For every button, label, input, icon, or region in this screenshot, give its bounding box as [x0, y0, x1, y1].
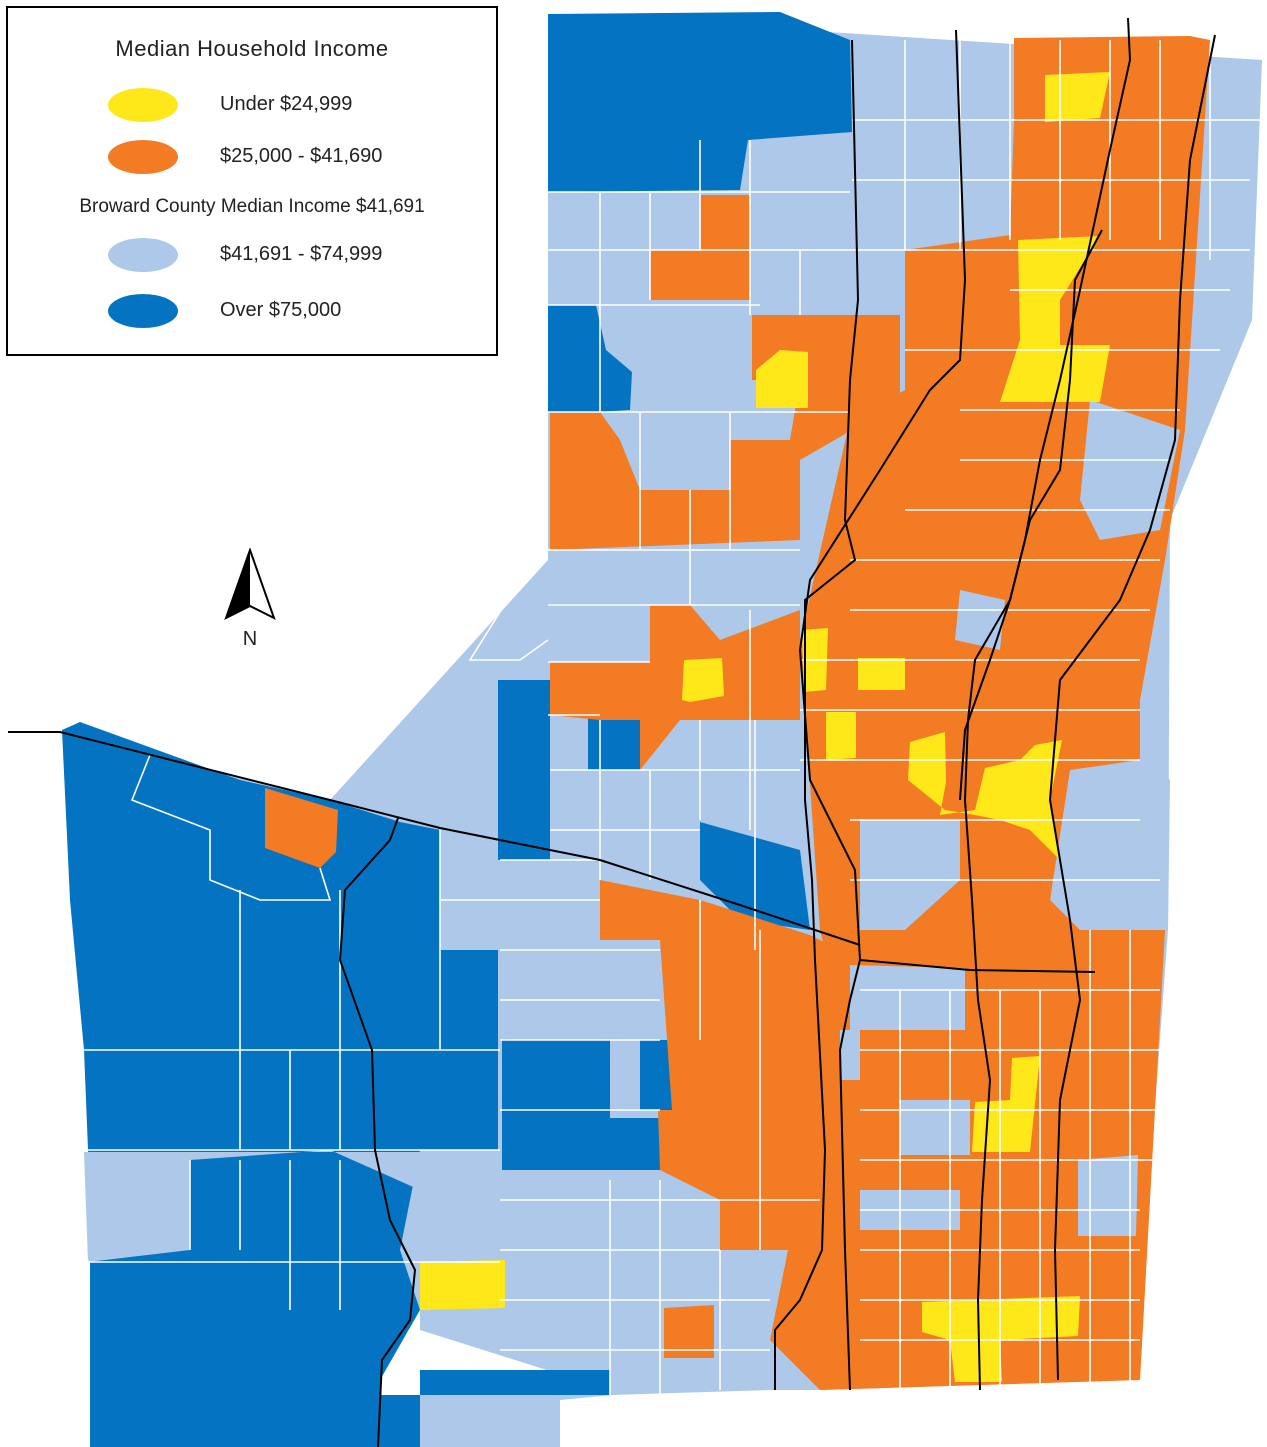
region-light-pocket-5: [1078, 1155, 1138, 1236]
region-yellow-1: [1045, 72, 1110, 122]
road-north-south-2: [798, 29, 967, 1391]
region-light-pocket-4: [900, 1100, 970, 1155]
legend-title: Median Household Income: [115, 36, 389, 61]
legend-swatch-dark-blue: [108, 294, 178, 328]
road-north-south-4: [1048, 34, 1216, 1381]
region-orange-south-mid: [600, 880, 860, 1250]
road-west-highway: [338, 817, 417, 1447]
legend-label: $25,000 - $41,690: [220, 145, 383, 167]
road-north-south-5: [959, 229, 1103, 801]
region-light-pocket-6: [1058, 760, 1170, 930]
region-dark-blue-small5: [502, 1040, 660, 1170]
region-dark-blue-small2: [498, 680, 550, 860]
legend-subtitle: Broward County Median Income $41,691: [79, 196, 425, 217]
region-dark-blue-small6: [640, 1040, 672, 1110]
road-diagonal-west: [8, 731, 861, 946]
legend-label: Over $75,000: [220, 299, 342, 321]
road-north-south-3: [963, 17, 1132, 1391]
region-yellow-7: [826, 712, 856, 760]
region-light-pocket-9: [840, 1030, 860, 1080]
region-light-blue-west-strip: [84, 1150, 500, 1262]
region-dark-blue-west: [62, 722, 610, 1447]
region-light-pocket-3: [850, 965, 965, 1030]
region-orange-upper: [550, 315, 900, 550]
region-orange-north-mid: [650, 250, 750, 300]
region-light-pocket-7: [1080, 400, 1180, 540]
region-dark-blue-small1: [548, 305, 632, 412]
road-north-south-1: [774, 39, 860, 1390]
region-yellow-3: [756, 350, 808, 408]
north-arrow: N: [222, 546, 278, 658]
legend-swatch-orange: [108, 140, 178, 174]
legend-swatch-yellow: [108, 88, 178, 122]
legend-label: Under $24,999: [220, 93, 353, 115]
region-yellow-9: [972, 1056, 1040, 1152]
region-orange-mid-west: [550, 605, 800, 770]
roads: [8, 17, 1216, 1447]
road-east-west: [859, 959, 1096, 973]
region-dark-blue-nw: [548, 12, 852, 192]
legend: Median Household Income Under $24,999 $2…: [6, 6, 498, 356]
north-label: N: [242, 628, 258, 650]
map-yellow: [420, 72, 1110, 1382]
region-light-pocket-2: [860, 820, 960, 930]
map-light-pockets: [840, 400, 1180, 1236]
region-orange-north-col: [700, 195, 750, 250]
region-orange-south-small: [664, 1305, 714, 1358]
region-yellow-2: [1000, 236, 1110, 402]
region-light-pocket-1: [955, 590, 1005, 650]
region-yellow-4: [682, 658, 724, 702]
region-yellow-11: [420, 1260, 505, 1310]
north-arrow-icon: [224, 546, 276, 621]
legend-label: $41,691 - $74,999: [220, 243, 383, 265]
region-dark-blue-small3: [588, 718, 640, 770]
region-yellow-8: [908, 732, 1062, 860]
region-orange-west-small: [265, 788, 338, 868]
region-yellow-6: [858, 658, 905, 690]
legend-swatch-light-blue: [108, 238, 178, 272]
